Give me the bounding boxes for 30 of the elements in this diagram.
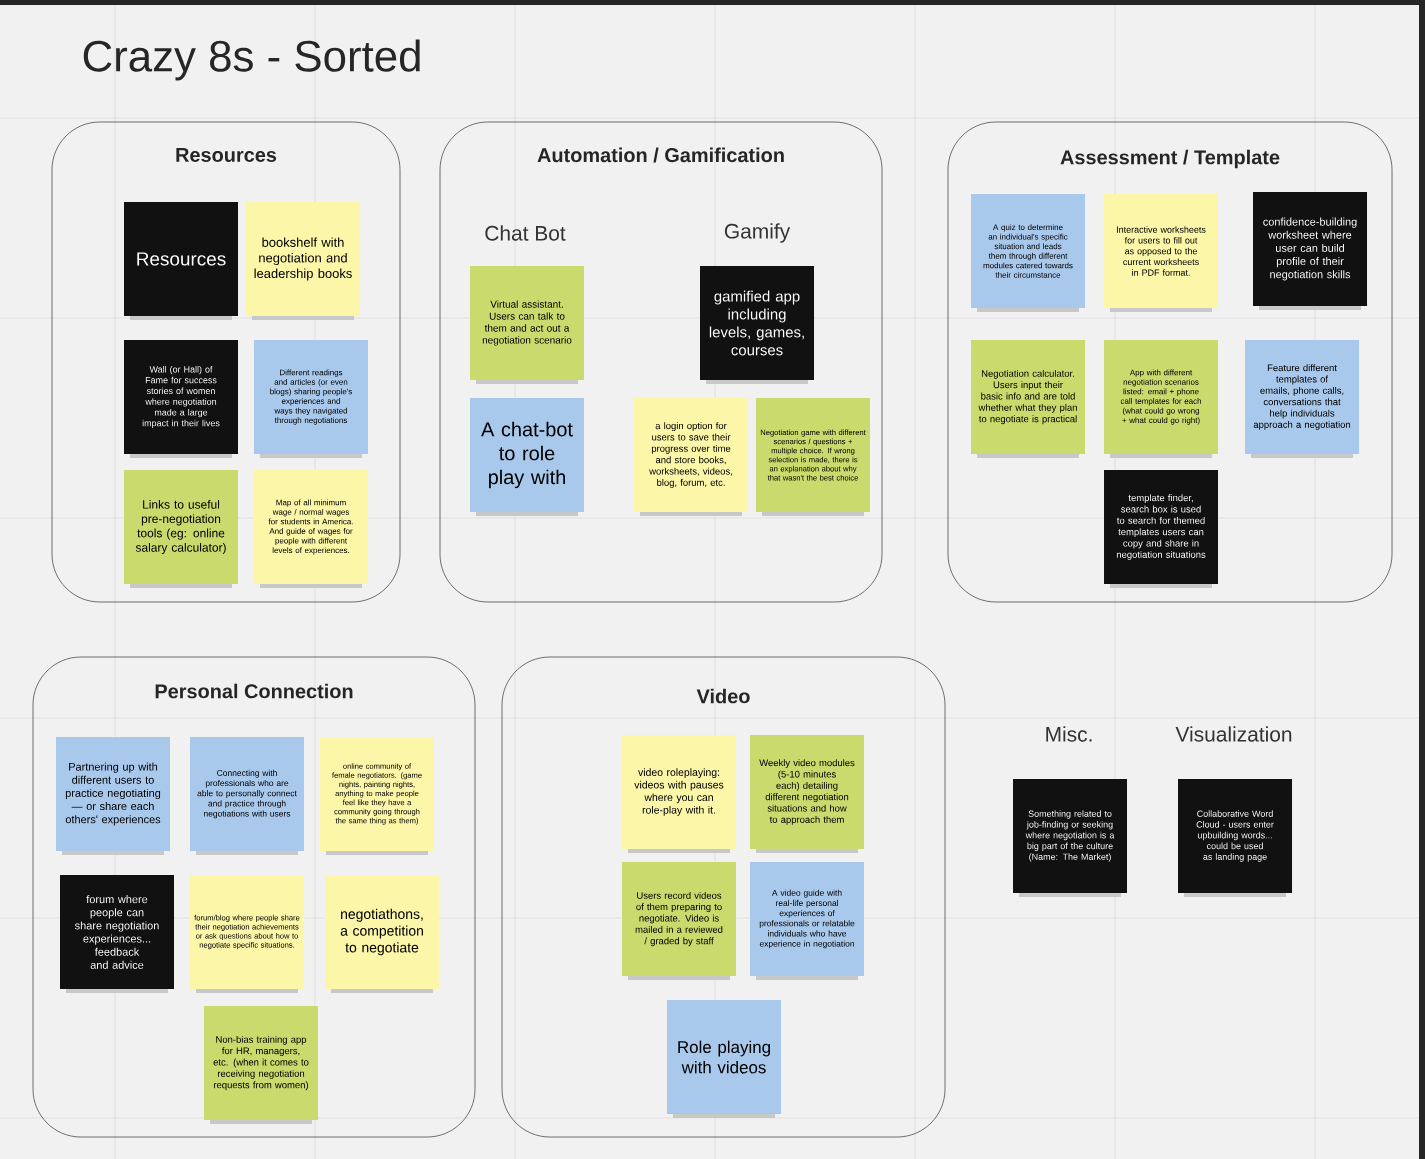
sticky-note: Links to useful pre-negotiation tools (eg: online salary calculator) xyxy=(124,470,238,588)
sticky-note: A chat-bot to role play with xyxy=(470,398,584,516)
sticky-note: gamified app including levels, games, courses xyxy=(700,266,814,384)
sticky-note: video roleplaying: videos with pauses where you can role-play with it. xyxy=(622,735,736,853)
sticky-note: Something related to job-finding or seeking where negotiation is a big part of the culture (Name: The Market) xyxy=(1013,779,1127,897)
sticky-note: Negotiation calculator. Users input their basic info and are told whether what they plan to negotiate is practical xyxy=(971,340,1085,458)
sticky-note: a login option for users to save their progress over time and store books, worksheets, videos, blog, forum, etc. xyxy=(634,398,748,516)
column-heading: Gamify xyxy=(724,223,791,243)
sticky-note: Feature different templates of emails, phone calls, conversations that help individuals approach a negotiation xyxy=(1245,340,1359,458)
board-title: Crazy 8s - Sorted xyxy=(83,39,420,81)
column-heading: Misc. xyxy=(1046,726,1092,742)
sticky-note: Partnering up with different users to practice negotiating — or share each others' experiences xyxy=(56,737,170,855)
sticky-note: Wall (or Hall) of Fame for success stories of women where negotiation made a large impact in their lives xyxy=(124,340,238,458)
column-heading: Visualization xyxy=(1175,726,1292,742)
sticky-note: Connecting with professionals who are able to personally connect and practice through negotiations with users xyxy=(190,737,304,855)
sticky-note: Weekly video modules (5-10 minutes each) detailing different negotiation situations and how to approach them xyxy=(750,735,864,853)
sticky-note: template finder, search box is used to search for themed templates users can copy and share in negotiation situations xyxy=(1104,470,1218,588)
sticky-note: bookshelf with negotiation and leadership books xyxy=(246,202,360,320)
sticky-note: A video guide with real-life personal experiences of professionals or relatable individuals who have experience in negotiation xyxy=(750,862,864,980)
sticky-note: Users record videos of them preparing to negotiate. Video is mailed in a reviewed / graded by staff xyxy=(622,862,736,980)
sticky-note: Resources xyxy=(124,202,238,320)
sticky-note: forum where people can share negotiation experiences... feedback and advice xyxy=(60,875,174,993)
sticky-note: negotiathons, a competition to negotiate xyxy=(325,875,439,993)
sticky-note: Interactive worksheets for users to fill out as opposed to the current worksheets in PDF format. xyxy=(1104,194,1218,312)
sticky-note: Role playing with videos xyxy=(667,1000,781,1118)
sticky-note: Virtual assistant. Users can talk to them and act out a negotiation scenario xyxy=(470,266,584,384)
column-heading: Chat Bot xyxy=(485,225,566,241)
sticky-note: Collaborative Word Cloud - users enter upbuilding words... could be used as landing page xyxy=(1178,779,1292,897)
sticky-note: confidence-building worksheet where user can build profile of their negotiation skills xyxy=(1253,192,1367,310)
sticky-note: Non-bias training app for HR, managers, etc. (when it comes to receiving negotiation requests from women) xyxy=(204,1006,318,1124)
